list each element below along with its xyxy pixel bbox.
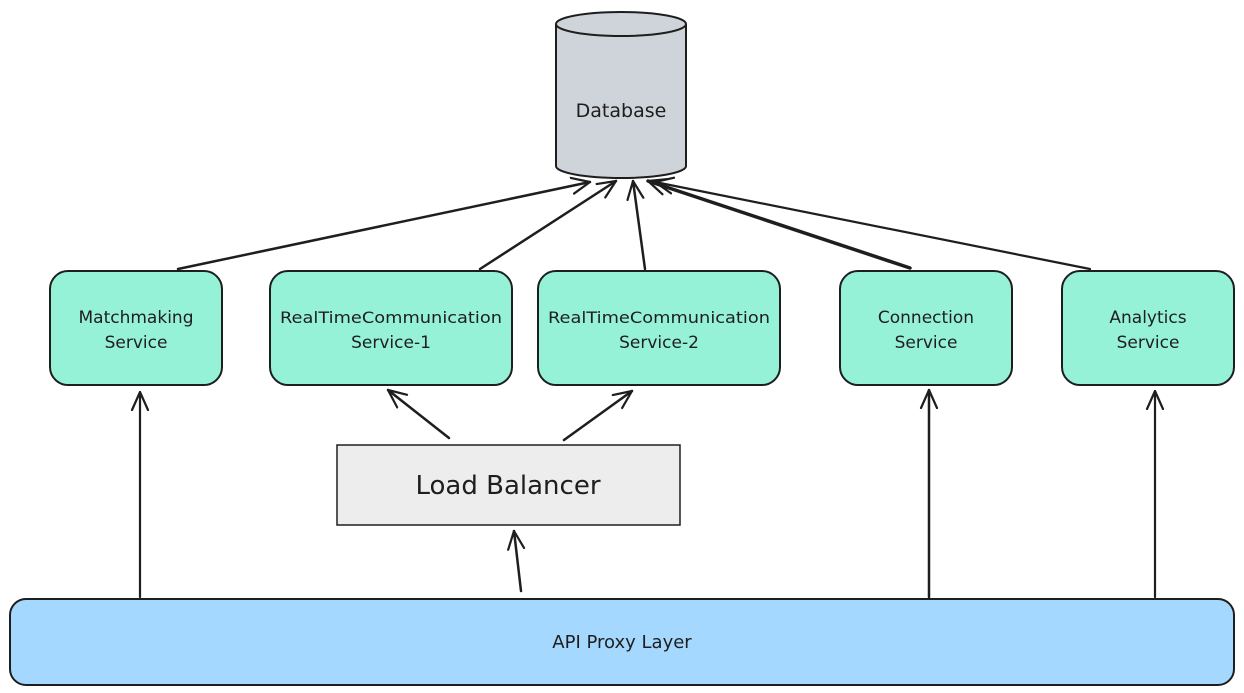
api-proxy-box	[9, 598, 1235, 686]
service-label-line1: Matchmaking	[79, 308, 194, 328]
arrow-lb-to-rtc1	[386, 388, 451, 440]
api-proxy-layer[interactable]: API Proxy Layer	[9, 598, 1235, 686]
arrow-rtc2-to-database	[633, 179, 647, 271]
arrow-lb-to-rtc2	[562, 389, 634, 442]
service-box	[269, 270, 513, 386]
database-cylinder-top	[555, 11, 687, 37]
service-matchmaking[interactable]: Matchmaking Service	[49, 270, 223, 386]
database-node[interactable]: Database	[555, 11, 687, 179]
service-box	[1061, 270, 1235, 386]
service-label-line1: Connection	[878, 308, 974, 328]
arrow-matchmaking-to-database	[176, 182, 592, 271]
load-balancer-node[interactable]: Load Balancer	[336, 444, 681, 526]
service-label-line2: Service	[105, 333, 168, 353]
service-box	[839, 270, 1013, 386]
load-balancer-box	[336, 444, 681, 526]
service-label-line2: Service	[1117, 333, 1180, 353]
arrow-proxy-to-load-balancer	[514, 529, 521, 593]
arrow-analytics-to-database	[653, 182, 1092, 271]
service-box	[537, 270, 781, 386]
service-label-line1: Analytics	[1109, 308, 1186, 328]
database-label: Database	[576, 100, 667, 122]
service-rtc-2[interactable]: RealTimeCommunication Service-2	[537, 270, 781, 386]
service-analytics[interactable]: Analytics Service	[1061, 270, 1235, 386]
arrow-connection-to-database	[646, 181, 912, 270]
service-box	[49, 270, 223, 386]
service-label-line2: Service-2	[619, 333, 699, 353]
load-balancer-label: Load Balancer	[415, 471, 600, 501]
service-connection[interactable]: Connection Service	[839, 270, 1013, 386]
arrows-from-load-balancer	[386, 388, 634, 442]
arrows-from-api-proxy	[140, 388, 1155, 599]
service-rtc-1[interactable]: RealTimeCommunication Service-1	[269, 270, 513, 386]
arrow-rtc1-to-database	[478, 179, 618, 271]
service-label-line2: Service-1	[351, 333, 431, 353]
database-cylinder-body	[555, 24, 687, 179]
service-label-line1: RealTimeCommunication	[548, 308, 770, 327]
service-label-line2: Service	[895, 333, 958, 353]
api-proxy-label: API Proxy Layer	[552, 632, 692, 653]
arrows-to-database	[176, 179, 1092, 271]
service-label-line1: RealTimeCommunication	[280, 308, 502, 327]
